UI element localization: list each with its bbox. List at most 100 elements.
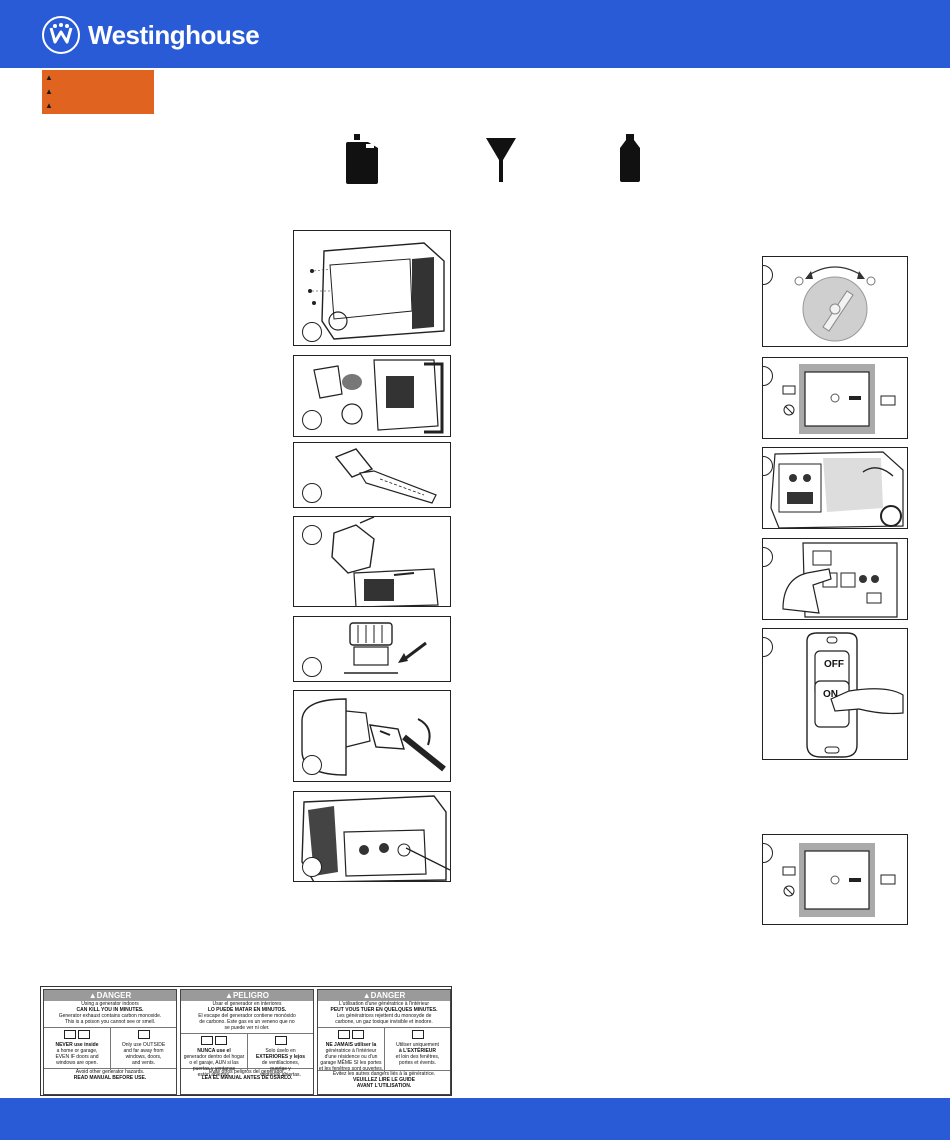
step-number-badge (302, 755, 322, 775)
danger-text: se puede ver ni oler. (224, 1025, 270, 1031)
danger-text: portes et évents. (399, 1060, 436, 1066)
step-control-panel-wiring (293, 791, 451, 882)
danger-text: de ventilaciones, (261, 1060, 300, 1066)
fuel-can-pour-illustration (331, 517, 439, 606)
danger-text: Avoid other generator hazards. (75, 1069, 145, 1075)
step-pour-oil (293, 355, 451, 437)
carbon-monoxide-danger-label: ▲DANGER Using a generator indoors CAN KI… (40, 986, 452, 1096)
danger-text: This is a poison you cannot see or smell… (64, 1019, 156, 1025)
danger-spanish: ▲PELIGRO Usar el generador en interiores… (180, 989, 314, 1095)
oil-bottle-icon (618, 134, 642, 187)
step-remote-on: OFF ON (762, 628, 908, 760)
step-battery-switch (762, 357, 908, 439)
outdoor-generator-icon (411, 1030, 424, 1039)
step-number-badge (302, 410, 322, 430)
step-number-badge (302, 857, 322, 877)
danger-text: El escape del generador contiene monóxid… (198, 1013, 296, 1019)
danger-text: Generator exhaust contains carbon monoxi… (58, 1013, 162, 1019)
danger-heading: ▲PELIGRO (181, 990, 313, 1001)
danger-heading: ▲DANGER (44, 990, 176, 1001)
danger-text: et les fenêtres sont ouvertes. (318, 1066, 384, 1072)
warning-label: ▲ ▲ ▲ (42, 70, 154, 114)
fuel-selector-dial-illustration (794, 266, 876, 342)
danger-text: NEVER use inside (55, 1042, 99, 1048)
danger-text: L'utilisation d'une génératrice à l'inté… (338, 1001, 430, 1007)
house-icon (201, 1036, 213, 1045)
step-fuel-selector-knob (762, 256, 908, 347)
house-icon (64, 1030, 76, 1039)
remote-on-label: ON (823, 689, 838, 700)
danger-english: ▲DANGER Using a generator indoors CAN KI… (43, 989, 177, 1095)
danger-text: VEUILLEZ LIRE LE GUIDE (353, 1077, 415, 1083)
danger-text: NUNCA use el (197, 1048, 231, 1054)
side-panel-screws-illustration (308, 242, 445, 340)
pull-start-illustration (770, 451, 904, 528)
danger-text: generador dentro del hogar (183, 1054, 245, 1060)
remote-off-label: OFF (824, 659, 844, 670)
westinghouse-w-logo-icon (42, 16, 80, 54)
step-propane-connect (293, 690, 451, 782)
danger-text: o el garaje, AUN si las (189, 1060, 239, 1066)
danger-text: Usar el generador en interiores (212, 1001, 282, 1007)
danger-text: EVEN IF doors and (55, 1054, 99, 1060)
footer-bar (0, 1098, 950, 1140)
step-number-badge (302, 322, 322, 342)
oil-dipstick-illustration (334, 448, 437, 504)
start-button-press-illustration (782, 542, 898, 618)
step-dipstick (293, 442, 451, 508)
danger-text: Solo úselo en (265, 1048, 296, 1054)
oil-fill-port-illustration (313, 359, 444, 434)
danger-text: windows are open. (56, 1060, 98, 1066)
step-number-badge (302, 525, 322, 545)
warning-triangle-icon: ▲ (45, 87, 53, 96)
garage-icon (78, 1030, 90, 1039)
header-bar: Westinghouse (0, 0, 950, 68)
danger-text: están abiertas. (197, 1072, 231, 1078)
danger-text: AVANT L'UTILISATION. (356, 1083, 412, 1089)
danger-text: EXTERIORES y lejos (255, 1054, 306, 1060)
danger-text: génératrice à l'intérieur (325, 1048, 377, 1054)
danger-text: Évitez les autres dangers liés à la géné… (332, 1071, 436, 1077)
outdoor-generator-icon (274, 1036, 287, 1045)
danger-text: Les génératrices rejettent du monoxyde d… (336, 1013, 432, 1019)
funnel-icon (486, 138, 516, 187)
danger-text: Using a generator indoors (81, 1001, 139, 1007)
danger-text: PEUT VOUS TUER EN QUELQUES MINUTES. (330, 1007, 438, 1013)
danger-text: and far away from (123, 1048, 164, 1054)
danger-text: NE JAMAIS utiliser la (325, 1042, 377, 1048)
danger-text: et loin des fenêtres, (395, 1054, 440, 1060)
danger-text: CAN KILL YOU IN MINUTES. (76, 1007, 144, 1013)
danger-text: de carbono. Este gas es un veneno que no (199, 1019, 295, 1025)
step-number-badge (302, 657, 322, 677)
step-battery-switch-off (762, 834, 908, 925)
danger-text: à L'EXTÉRIEUR (398, 1048, 437, 1054)
fuel-cap-arrow-illustration (344, 622, 427, 674)
danger-text: a home or garage, (56, 1048, 98, 1054)
battery-switch-on-illustration (782, 364, 896, 434)
danger-text: LEA EL MANUAL ANTES DE USARLO. (201, 1075, 293, 1081)
remote-fob-illustration (806, 632, 904, 758)
danger-text: carbone, un gaz toxique invisible et ino… (335, 1019, 433, 1025)
danger-text: and vents. (131, 1060, 156, 1066)
danger-text: READ MANUAL BEFORE USE. (73, 1075, 147, 1081)
step-start-generator (762, 447, 908, 529)
danger-text: Evite otros peligros del generador. (209, 1069, 285, 1075)
danger-text: LO PUEDE MATAR EN MINUTOS. (207, 1007, 287, 1013)
danger-text: garage MÊME SI les portes (320, 1060, 382, 1066)
danger-text: Utiliser uniquement (396, 1042, 439, 1048)
danger-text: ventanas abiertas. (260, 1072, 301, 1078)
outdoor-generator-icon (137, 1030, 150, 1039)
danger-text: puertas y ventanas (192, 1066, 236, 1072)
garage-icon (215, 1036, 227, 1045)
step-add-fuel (293, 516, 451, 607)
warning-triangle-icon: ▲ (45, 101, 53, 110)
danger-text: Only use OUTSIDE (121, 1042, 166, 1048)
garage-icon (352, 1030, 364, 1039)
step-press-start-button (762, 538, 908, 620)
danger-text: d'une résidence ou d'un (324, 1054, 378, 1060)
step-remove-cover-panel (293, 230, 451, 346)
step-fuel-cap (293, 616, 451, 682)
danger-heading: ▲DANGER (318, 990, 450, 1001)
danger-text: puertas y (270, 1066, 291, 1072)
danger-french: ▲DANGER L'utilisation d'une génératrice … (317, 989, 451, 1095)
